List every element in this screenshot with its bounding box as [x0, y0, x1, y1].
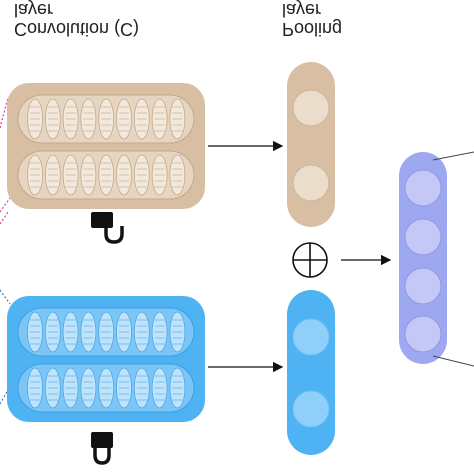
output-node-1 — [404, 169, 442, 207]
padlock-icon — [91, 432, 113, 465]
pool-layer-label-line2: Pooling — [282, 19, 343, 39]
unlocked-padlock-icon — [91, 212, 124, 244]
convolution-block-top — [7, 83, 205, 209]
incoming-dotted-lines-bottom — [0, 289, 11, 405]
pooling-column-top — [287, 62, 335, 227]
pool-layer-label-line1: layer — [282, 0, 322, 20]
output-node-2 — [404, 218, 442, 256]
pooling-node-bottom-1 — [292, 318, 330, 356]
output-node-4 — [404, 315, 442, 353]
incoming-dotted-lines-top — [0, 97, 11, 225]
pooling-column-bottom — [287, 290, 335, 455]
pooling-node-top-2 — [292, 164, 330, 202]
convolution-block-bottom — [7, 296, 205, 422]
circle-plus-icon — [292, 242, 328, 278]
output-line-bottom — [432, 355, 474, 367]
output-column — [399, 152, 447, 364]
output-line-top — [432, 151, 474, 161]
pooling-node-top-1 — [292, 89, 330, 127]
conv-layer-label-line1: layer — [14, 0, 54, 20]
conv-layer-label-line2: Convolution (C) — [14, 19, 140, 39]
output-node-3 — [404, 267, 442, 305]
pooling-node-bottom-2 — [292, 390, 330, 428]
